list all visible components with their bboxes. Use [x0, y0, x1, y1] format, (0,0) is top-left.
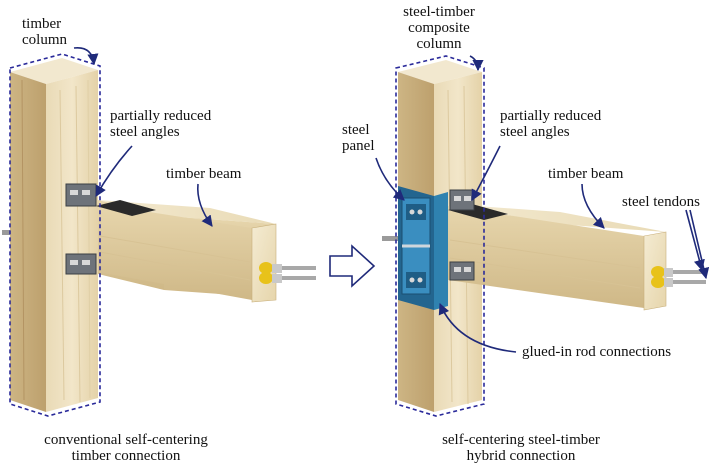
label-right-panel: steel panel [342, 122, 374, 154]
label-right-rods: glued-in rod connections [522, 344, 672, 360]
right-rear-rod [382, 236, 400, 241]
right-bottom-steel-angle [449, 261, 475, 281]
left-bottom-steel-angle [65, 253, 97, 275]
left-rear-rod [2, 230, 16, 235]
label-left-angles-line1: partially reduced [110, 108, 212, 124]
leader-tendon-1 [685, 209, 705, 272]
label-left-beam: timber beam [166, 166, 242, 182]
label-left-column-line2: column [22, 32, 67, 48]
label-right-column: steel-timber composite column [384, 4, 494, 52]
label-right-column-line3: column [416, 36, 462, 52]
caption-right-line1: self-centering steel-timber [442, 432, 600, 448]
caption-left-line2: timber connection [71, 448, 181, 464]
label-right-column-line1: steel-timber [403, 4, 475, 20]
label-right-beam: timber beam [548, 166, 624, 182]
right-steel-tendons [651, 266, 706, 288]
left-timber-beam [98, 200, 277, 303]
right-column-outline [395, 55, 485, 417]
label-right-angles-line1: partially reduced [500, 108, 602, 124]
leader-right-column [469, 55, 484, 72]
right-assembly [382, 55, 706, 417]
leader-left-column [73, 47, 99, 66]
leader-left-beam [196, 183, 213, 227]
right-arrow-icon [329, 244, 376, 288]
label-right-column-line2: composite [408, 20, 470, 36]
leader-lines [73, 47, 710, 353]
label-left-angles-line2: steel angles [110, 124, 180, 140]
label-left-angles: partially reduced steel angles [110, 108, 211, 140]
caption-right: self-centering steel-timber hybrid conne… [406, 432, 636, 464]
left-timber-column [10, 58, 98, 412]
label-right-angles-line2: steel angles [500, 124, 570, 140]
left-top-plate [96, 200, 156, 216]
left-steel-tendons [259, 262, 316, 284]
right-steel-panel [398, 186, 448, 310]
caption-right-line2: hybrid connection [466, 448, 576, 464]
right-timber-beam [448, 204, 667, 311]
leader-tendon-2 [689, 209, 710, 280]
left-assembly [2, 53, 316, 417]
label-left-column-line1: timber [22, 16, 62, 32]
leader-right-panel [375, 157, 405, 201]
left-column-outline [9, 53, 101, 417]
label-right-tendons: steel tendons [622, 194, 700, 210]
leader-left-angles [95, 145, 133, 197]
label-left-column: timber column [22, 16, 67, 48]
label-right-angles: partially reduced steel angles [500, 108, 601, 140]
caption-left-line1: conventional self-centering [44, 432, 208, 448]
leader-right-beam [581, 183, 605, 229]
caption-left: conventional self-centering timber conne… [16, 432, 236, 464]
leader-right-angles [471, 145, 501, 201]
label-right-panel-line2: panel [342, 138, 375, 154]
label-right-panel-line1: steel [342, 122, 370, 138]
leader-rods [438, 302, 517, 353]
